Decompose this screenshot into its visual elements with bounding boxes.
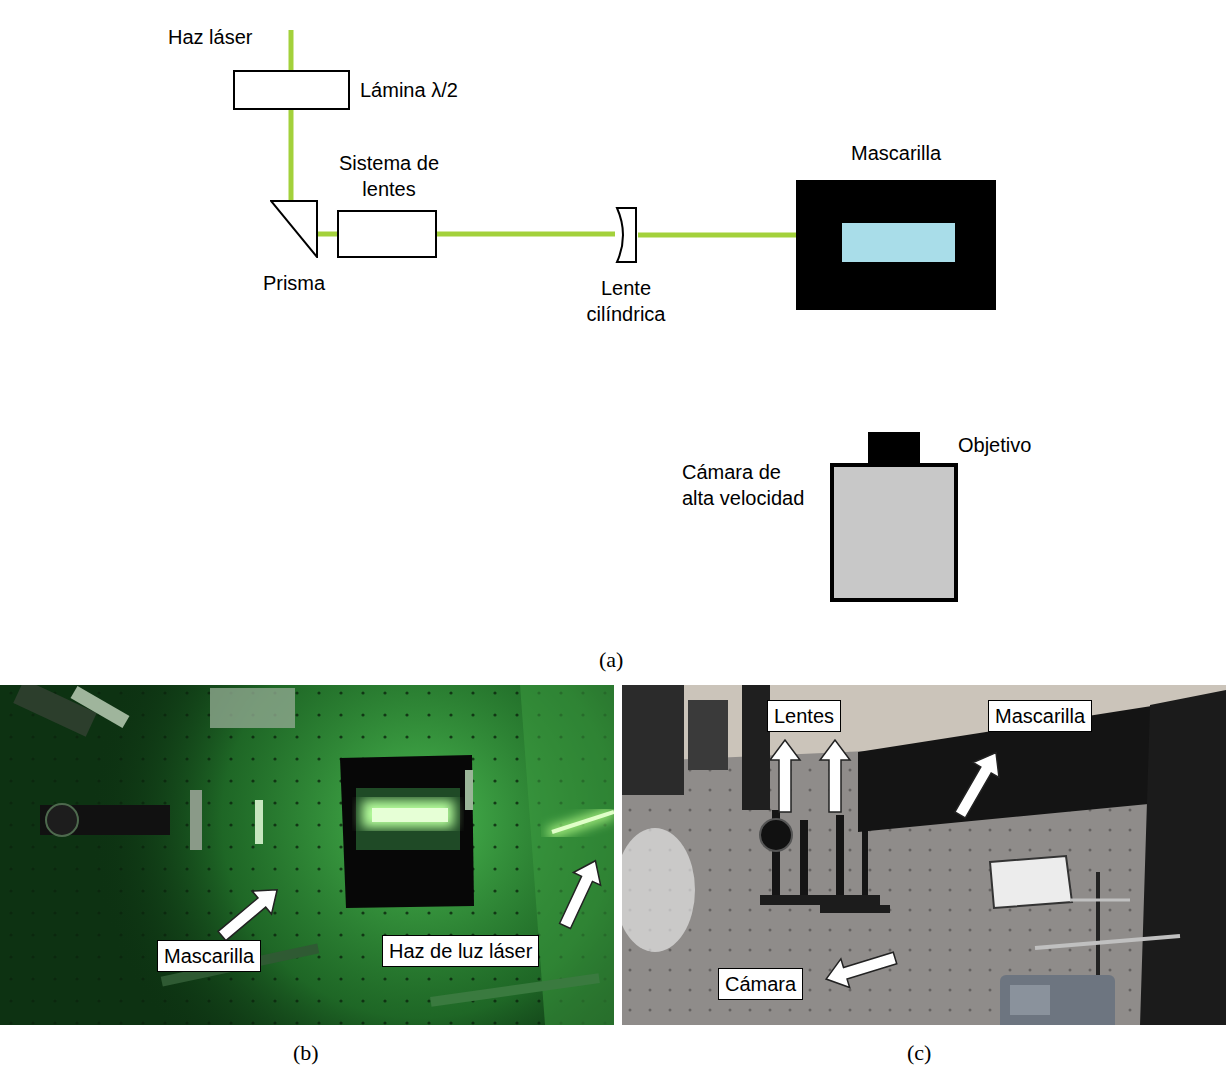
callout-text: Lentes: [774, 703, 834, 729]
node-label: Mascarilla: [796, 140, 996, 166]
lens-shape: [617, 208, 636, 262]
node-label: Cámara de alta velocidad: [682, 459, 812, 511]
laser-beam: [638, 235, 796, 236]
node-label: Objetivo: [958, 432, 1031, 458]
lens-system-box: Sistema de lentes: [337, 210, 437, 258]
prism-triangle: [271, 201, 317, 257]
photo-c: [622, 685, 1226, 1025]
cylindrical-lens: Lente cilíndrica: [615, 207, 638, 263]
laser-beam: [318, 234, 337, 235]
callout-text: Mascarilla: [995, 703, 1085, 729]
callout-text: Haz de luz láser: [389, 938, 532, 964]
callout-box: Lentes: [767, 700, 841, 732]
node-label: Sistema de lentes: [324, 150, 454, 202]
beam-line: [437, 232, 615, 237]
mask-window: [842, 223, 955, 262]
beam-line: [638, 233, 796, 238]
beam-label: Haz láser: [168, 26, 252, 49]
prism-outline: [270, 200, 318, 258]
waveplate-box: Lámina λ/2: [233, 70, 350, 110]
laser-beam: [437, 234, 615, 235]
callout-box: Cámara: [718, 968, 803, 1000]
laser-beam: [291, 110, 292, 200]
camera-body: Cámara de alta velocidad: [830, 463, 958, 602]
node-label: Lámina λ/2: [360, 77, 458, 103]
callout-arrows: [212, 740, 1009, 993]
lens-outline: [615, 207, 638, 263]
photo-b: [0, 685, 614, 1025]
panel-caption: (c): [907, 1040, 931, 1066]
prism-shape: Prisma: [270, 200, 318, 258]
panel-caption: (a): [599, 647, 623, 673]
callout-text: Cámara: [725, 971, 796, 997]
callout-text: Mascarilla: [164, 943, 254, 969]
objective-box: Objetivo: [868, 432, 920, 463]
panel-caption: (b): [293, 1040, 319, 1066]
node-label: Prisma: [246, 270, 342, 296]
node-label: Lente cilíndrica: [571, 275, 681, 327]
callout-box: Haz de luz láser: [382, 935, 539, 967]
beam-line: [289, 110, 294, 200]
laser-beam: [289, 30, 294, 70]
mask-box: Mascarilla: [796, 180, 996, 310]
callout-box: Mascarilla: [157, 940, 261, 972]
callout-box: Mascarilla: [988, 700, 1092, 732]
beam-line: [318, 232, 337, 237]
